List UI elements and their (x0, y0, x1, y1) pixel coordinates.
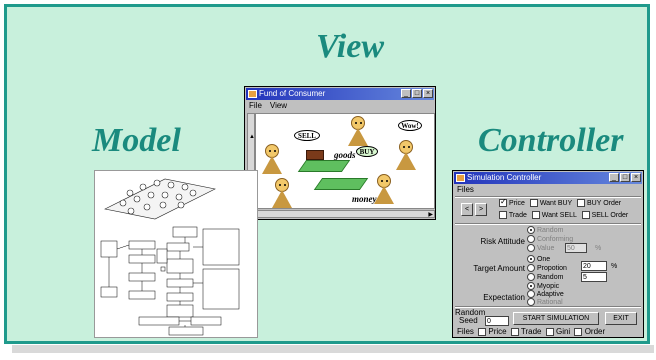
start-simulation-button[interactable]: START SIMULATION (513, 312, 599, 325)
sim-titlebar: Simulation Controller _ □ × (454, 172, 642, 184)
sell-bubble: SELL (294, 130, 320, 141)
target-random-field[interactable]: 5 (581, 272, 607, 282)
files-gini-checkbox[interactable] (545, 327, 554, 336)
view-heading: View (316, 28, 385, 65)
consumer-model-diagram (94, 170, 258, 338)
slide-shadow (12, 345, 654, 353)
want-sell-checkbox[interactable] (531, 211, 540, 219)
separator (455, 196, 641, 198)
sim-menubar: Files (455, 185, 641, 195)
minimize-icon[interactable]: _ (401, 89, 411, 98)
target-option-propotion[interactable]: Propotion (527, 264, 567, 272)
minimize-icon[interactable]: _ (609, 173, 619, 182)
risk-unit: % (595, 245, 602, 252)
fund-window-title: Fund of Consumer (259, 89, 326, 98)
price-checkbox[interactable] (499, 197, 507, 207)
app-icon (248, 90, 257, 98)
random-seed-label-1: Random (455, 308, 486, 317)
random-seed-label-2: Seed (459, 316, 478, 325)
files-gini-label: Gini (555, 327, 571, 336)
scroll-right-icon[interactable]: ▶ (428, 212, 433, 218)
fund-of-consumer-window: Fund of Consumer _ □ × File View ▲ SELL … (244, 86, 436, 220)
sim-window-title: Simulation Controller (467, 173, 542, 182)
expectation-label: Expectation (483, 293, 525, 302)
app-icon (456, 174, 465, 182)
money-label: money (352, 194, 377, 204)
maximize-icon[interactable]: □ (620, 173, 630, 182)
target-amount-label: Target Amount (473, 264, 525, 273)
want-buy-label: Want BUY (539, 199, 573, 207)
risk-option-conforming[interactable]: Conforming (527, 235, 573, 243)
consumer-crowd-illustration (100, 178, 240, 336)
risk-option-value[interactable]: Value (527, 244, 554, 252)
expectation-option-rational[interactable]: Rational (527, 298, 563, 306)
simulation-controller-window: Simulation Controller _ □ × Files < > Pr… (452, 170, 644, 338)
menu-view[interactable]: View (269, 101, 288, 110)
files-row-label: Files (457, 327, 474, 336)
goods-box (306, 150, 324, 160)
menu-files[interactable]: Files (457, 185, 474, 194)
agent-figure (374, 174, 394, 204)
money-tray (313, 178, 369, 190)
scroll-up-icon[interactable]: ▲ (249, 134, 255, 140)
controller-heading: Controller (478, 122, 624, 159)
want-buy-checkbox[interactable] (529, 199, 538, 207)
files-order-label: Order (584, 327, 606, 336)
random-seed-field[interactable]: 0 (485, 316, 509, 326)
trade-checkbox[interactable] (499, 211, 507, 219)
want-sell-label: Want SELL (541, 211, 577, 219)
step-forward-button[interactable]: > (475, 203, 487, 216)
files-trade-label: Trade (520, 327, 542, 336)
target-option-random[interactable]: Random (527, 273, 563, 281)
goods-label: goods (334, 150, 356, 160)
buy-order-checkbox[interactable] (577, 199, 586, 207)
separator (455, 223, 641, 225)
agent-figure (348, 116, 368, 146)
expectation-option-adaptive[interactable]: Adaptive (527, 290, 564, 298)
files-price-checkbox[interactable] (478, 327, 487, 336)
maximize-icon[interactable]: □ (412, 89, 422, 98)
agent-figure (272, 178, 292, 208)
sell-order-label: SELL Order (591, 211, 629, 219)
price-check-label: Price (508, 199, 525, 207)
files-trade-checkbox[interactable] (510, 327, 519, 336)
files-order-checkbox[interactable] (574, 327, 583, 336)
agent-figure (396, 140, 416, 170)
exit-button[interactable]: EXIT (605, 312, 637, 325)
files-row: Files Price Trade Gini Order (457, 327, 605, 336)
buy-bubble: BUY (356, 146, 378, 157)
target-percent-field[interactable]: 20 (581, 261, 607, 271)
fund-titlebar: Fund of Consumer _ □ × (246, 88, 434, 100)
display-options-row1: Price Want BUY BUY Order (499, 197, 622, 207)
menu-file[interactable]: File (249, 101, 262, 110)
wow-bubble: Wow! (398, 120, 422, 131)
risk-value-field[interactable]: 50 (565, 243, 587, 253)
market-canvas: SELL BUY Wow! goods money (255, 113, 435, 209)
files-price-label: Price (488, 327, 507, 336)
horizontal-scrollbar[interactable]: ◀ ▶ (247, 210, 435, 218)
agent-figure (262, 144, 282, 174)
risk-attitude-label: Risk Attitude (480, 237, 525, 246)
step-back-button[interactable]: < (461, 203, 473, 216)
goods-tray (297, 160, 351, 172)
expectation-option-myopic[interactable]: Myopic (527, 282, 559, 290)
model-heading: Model (92, 122, 181, 159)
separator (455, 306, 641, 308)
sell-order-checkbox[interactable] (581, 211, 590, 219)
risk-option-random[interactable]: Random (527, 226, 563, 234)
close-icon[interactable]: × (631, 173, 641, 182)
fund-menubar: File View (247, 101, 433, 111)
target-unit: % (611, 263, 618, 270)
display-options-row2: Trade Want SELL SELL Order (499, 211, 628, 219)
buy-order-label: BUY Order (587, 199, 622, 207)
target-option-one[interactable]: One (527, 255, 550, 263)
trade-check-label: Trade (508, 211, 527, 219)
close-icon[interactable]: × (423, 89, 433, 98)
